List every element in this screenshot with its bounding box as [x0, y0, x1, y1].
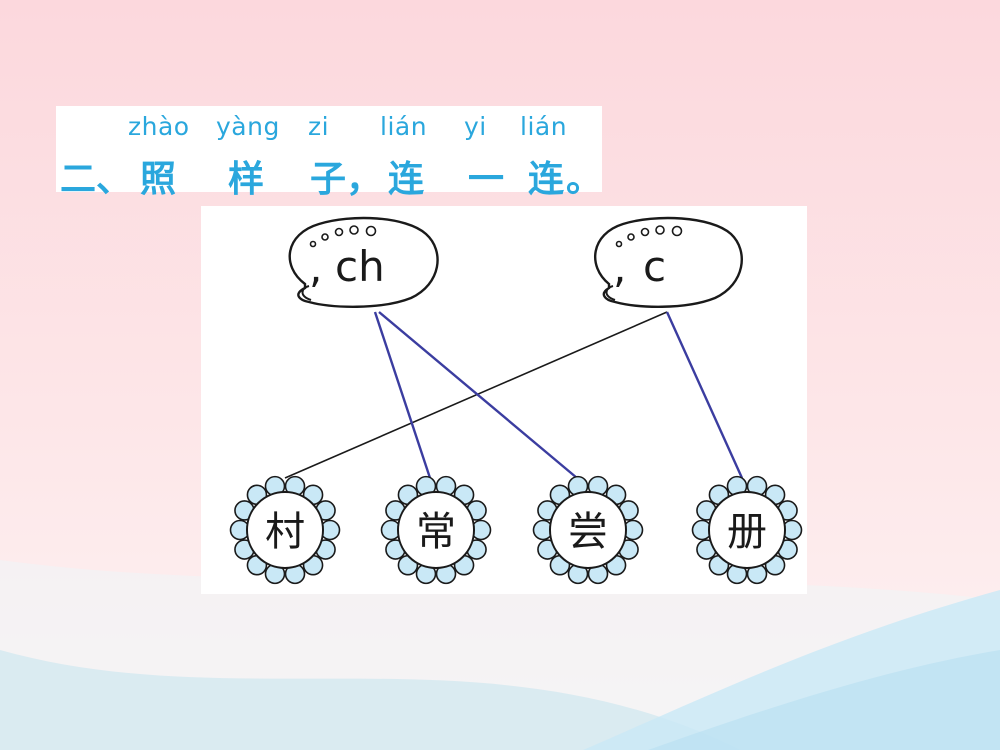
example-line-c-to-cun — [284, 311, 668, 479]
exercise-title: zhào yàng zi lián yi lián 二、 照 样 子 ， 连 一… — [56, 106, 602, 200]
bubble-ch-comma: , — [309, 243, 322, 292]
bubble-c-label: c — [643, 242, 666, 291]
pinyin-yi: yi — [464, 112, 487, 141]
answer-line-ch-to-chang2 — [378, 311, 578, 479]
title-period: 。 — [566, 159, 603, 200]
flower-char-chang2: 尝 — [568, 509, 608, 555]
flower-cun: 村 — [229, 475, 341, 585]
matching-exercise-panel: , ch , c 村 常 — [201, 206, 807, 594]
flower-char-chang: 常 — [416, 509, 456, 555]
title-char-lian-1: 连 — [388, 159, 425, 200]
question-number: 二、 — [60, 159, 133, 200]
pinyin-yang: yàng — [216, 112, 280, 141]
pinyin-lian-1: lián — [380, 112, 428, 141]
answer-line-c-to-ce — [665, 311, 744, 479]
title-char-zi: 子 — [310, 159, 347, 200]
flower-char-cun: 村 — [265, 509, 305, 555]
pinyin-zhao: zhào — [128, 112, 190, 141]
flower-chang2: 尝 — [532, 475, 644, 585]
bubble-c-comma: , — [613, 243, 626, 292]
matching-diagram: , ch , c 村 常 — [229, 216, 803, 585]
bubble-c: , c — [594, 216, 743, 308]
pinyin-zi: zi — [308, 112, 330, 141]
bubble-ch: , ch — [288, 216, 439, 308]
flower-group: 村 常 尝 册 — [229, 475, 803, 585]
flower-ce: 册 — [691, 475, 803, 585]
pinyin-lian-2: lián — [520, 112, 568, 141]
flower-char-ce: 册 — [727, 509, 767, 555]
title-char-lian-2: 连 — [528, 159, 565, 200]
title-char-yang: 样 — [228, 159, 265, 200]
bubble-ch-label: ch — [335, 242, 385, 291]
title-comma: ， — [346, 159, 383, 200]
answer-line-ch-to-chang — [373, 311, 432, 479]
flower-chang: 常 — [380, 475, 492, 585]
title-char-yi: 一 — [468, 159, 505, 200]
title-char-zhao: 照 — [140, 159, 177, 200]
